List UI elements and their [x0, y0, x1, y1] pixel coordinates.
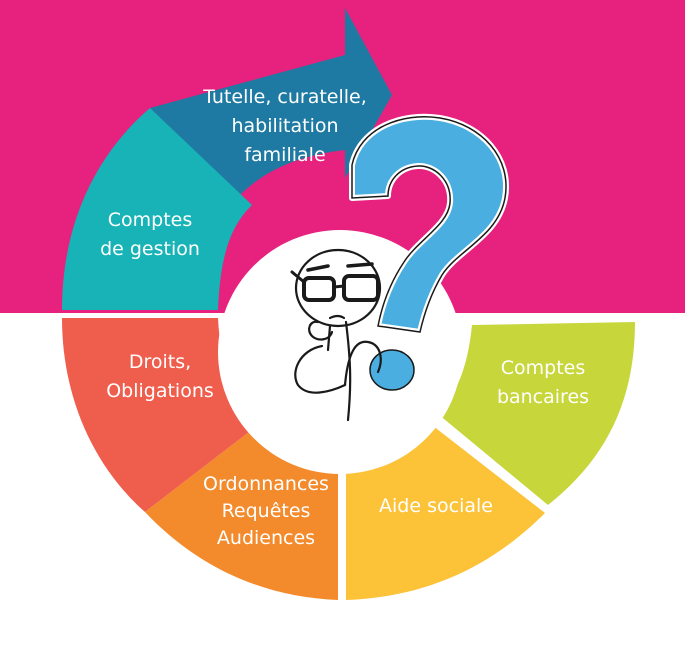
segment-aide-sociale — [346, 422, 545, 600]
segment-label-line: Ordonnances — [203, 473, 329, 495]
segment-label-line: bancaires — [497, 386, 589, 408]
segment-ordonnances — [145, 422, 338, 600]
segment-label-line: Droits, — [129, 351, 191, 373]
segment-label-droits: Droits, Obligations — [106, 351, 214, 402]
segment-droits — [62, 318, 262, 512]
segment-label-line: Audiences — [217, 527, 315, 549]
segment-label-line: Comptes — [108, 209, 193, 231]
segment-comptes-gestion — [62, 108, 252, 310]
segment-label-line: Tutelle, curatelle, — [202, 86, 367, 108]
segment-label-line: Obligations — [106, 380, 214, 402]
segment-label-comptes-bancaires: Comptes bancaires — [497, 357, 589, 408]
segment-label-aide-sociale: Aide sociale — [379, 495, 493, 517]
segment-tutelle — [150, 8, 392, 195]
labels-layer: Tutelle, curatelle, habilitation familiale… — [100, 86, 589, 549]
thinking-person-icon — [290, 248, 382, 422]
segment-label-line: familiale — [244, 144, 325, 166]
segment-label-tutelle: Tutelle, curatelle, habilitation familiale — [202, 86, 367, 166]
segments-layer — [62, 8, 635, 600]
segment-label-comptes-gestion: Comptes de gestion — [100, 209, 200, 260]
segment-label-line: Aide sociale — [379, 495, 493, 517]
segment-comptes-bancaires — [438, 322, 635, 505]
segment-label-line: Comptes — [501, 357, 586, 379]
segment-label-line: habilitation — [231, 115, 338, 137]
segment-label-line: Requêtes — [222, 500, 311, 522]
segment-label-line: de gestion — [100, 238, 200, 260]
